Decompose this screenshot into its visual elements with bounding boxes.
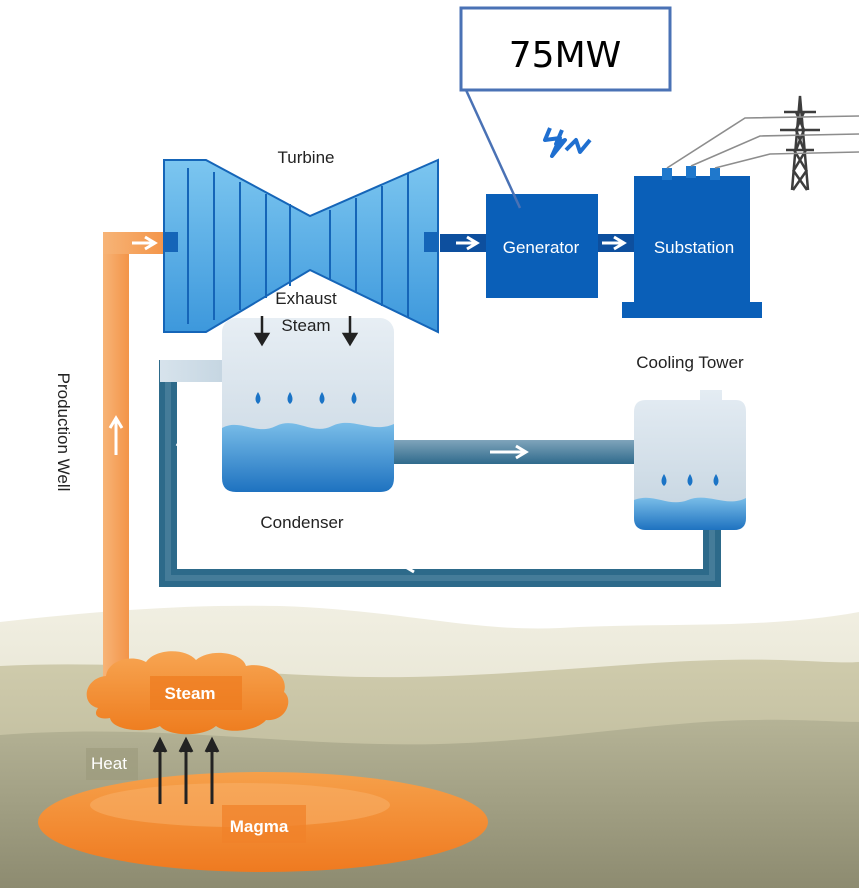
power-connector <box>598 234 634 252</box>
magma-label: Magma <box>230 817 289 836</box>
steam-reservoir <box>86 651 289 735</box>
production-well-label: Production Well <box>54 373 73 492</box>
power-lines <box>666 115 859 169</box>
cooling-tower-label: Cooling Tower <box>636 353 744 372</box>
production-well-pipe <box>103 232 167 696</box>
turbine <box>163 158 439 334</box>
cooling-tower <box>634 390 746 530</box>
magma-label-bg <box>222 805 306 843</box>
heat-arrows <box>152 736 220 804</box>
turbine-label: Turbine <box>277 148 334 167</box>
callout-pointer <box>464 89 522 209</box>
turbine-shaft <box>440 234 486 252</box>
substation-label: Substation <box>654 238 734 257</box>
condenser <box>222 318 394 492</box>
callout-text: 75MW <box>509 35 621 76</box>
exhaust-arrows <box>253 316 359 347</box>
transmission-tower <box>780 95 820 191</box>
callout-box <box>459 6 672 92</box>
heat-label: Heat <box>91 754 127 773</box>
substation <box>622 166 762 318</box>
electricity-bolt-icon <box>543 127 592 158</box>
generator-label: Generator <box>503 238 580 257</box>
steam-label: Steam <box>164 684 215 703</box>
heat-label-bg <box>86 748 138 780</box>
generator <box>486 194 598 298</box>
condenser-label: Condenser <box>260 513 344 532</box>
exhaust-label-line2: Steam <box>281 316 330 335</box>
exhaust-label-line1: Exhaust <box>275 289 337 308</box>
